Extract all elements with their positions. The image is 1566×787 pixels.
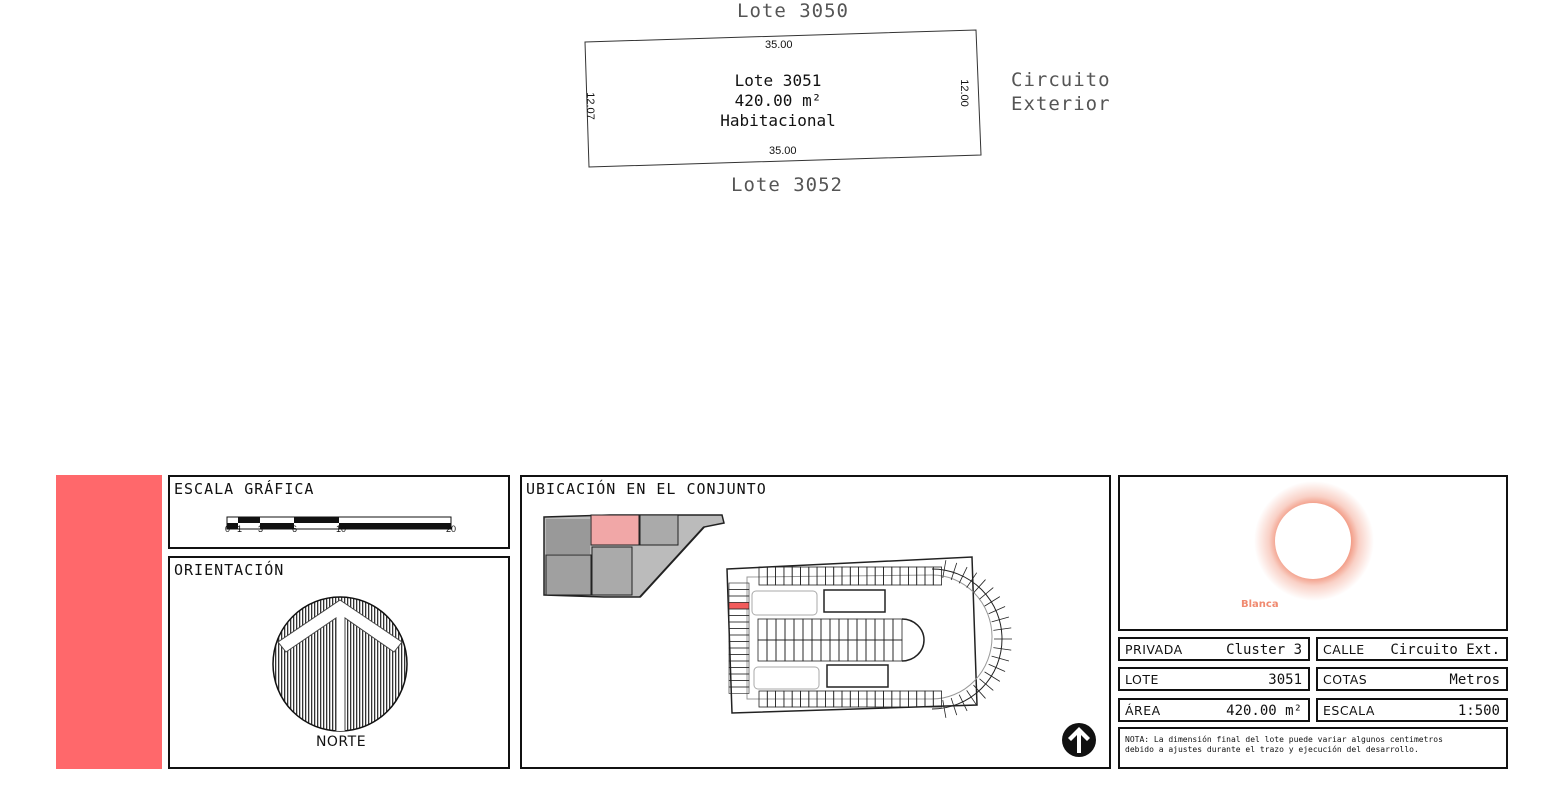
logo-text: Blanca (1241, 599, 1279, 610)
scale-tick: 10 (336, 524, 347, 534)
note-box: NOTA: La dimensión final del lote puede … (1118, 727, 1508, 769)
calle-value: Circuito Ext. (1390, 642, 1500, 658)
cotas-label: COTAS (1323, 672, 1368, 687)
lot-use: Habitacional (720, 111, 836, 130)
plan-shape (746, 574, 993, 700)
privada-field: PRIVADA Cluster 3 (1118, 637, 1310, 661)
neighbor-lot-bottom: Lote 3052 (731, 174, 843, 196)
plan-shape (966, 690, 978, 706)
plan-shape (892, 639, 903, 662)
dimension-top: 35.00 (765, 39, 793, 51)
brand-logo (1254, 481, 1374, 601)
plan-shape (728, 686, 750, 694)
street-name-line1: Circuito (1011, 69, 1111, 91)
area-field: ÁREA 420.00 m² (1118, 698, 1310, 722)
accent-bar (56, 475, 162, 769)
plan-shape (991, 616, 1010, 623)
plan-shape (988, 606, 1006, 615)
plan-shape (753, 666, 820, 690)
plan-shape (973, 684, 986, 699)
calle-label: CALLE (1323, 642, 1365, 657)
plan-shape (993, 647, 1012, 651)
plan-shape (751, 590, 818, 616)
plan-shape (973, 579, 986, 594)
plan-shape (993, 627, 1012, 631)
plan-shape (988, 663, 1006, 672)
plan-shape (950, 697, 958, 716)
master-plan-map (543, 514, 725, 598)
north-label: NORTE (315, 734, 367, 750)
note-line: NOTA: La dimensión final del lote puede … (1125, 735, 1443, 744)
scale-tick: 3 (258, 524, 264, 534)
street-name-line2: Exterior (1011, 93, 1111, 115)
plan-shape (984, 671, 1001, 682)
lot-name: Lote 3051 (734, 71, 822, 90)
plan-shape (901, 618, 925, 662)
scale-tick: 0 (225, 524, 231, 534)
orientation-panel: ORIENTACIÓN NORTE (168, 556, 510, 769)
dimension-right: 12.00 (957, 79, 970, 107)
plan-shape (932, 690, 942, 708)
north-arrow-icon (1062, 723, 1096, 757)
plan-shape (958, 566, 968, 584)
escala-field: ESCALA 1:500 (1316, 698, 1508, 722)
plan-shape (826, 664, 889, 688)
area-label: ÁREA (1125, 703, 1161, 718)
site-key-plan (543, 514, 1012, 718)
area-value: 420.00 m² (1226, 703, 1302, 719)
plan-shape (979, 678, 994, 691)
privada-value: Cluster 3 (1226, 642, 1302, 658)
plan-shape (932, 566, 942, 586)
scale-panel: ESCALA GRÁFICA 0 1 3 6 10 20 (168, 475, 510, 549)
location-title: UBICACIÓN EN EL CONJUNTO (526, 480, 767, 498)
lot-area: 420.00 m² (734, 91, 822, 110)
plan-shape (984, 596, 1001, 607)
graphic-scale-bar (226, 516, 452, 530)
north-compass-icon (272, 596, 408, 732)
plan-shape (726, 556, 978, 714)
privada-label: PRIVADA (1125, 642, 1183, 657)
escala-value: 1:500 (1457, 703, 1500, 719)
plan-shape (728, 602, 750, 610)
plan-shape (958, 694, 968, 712)
calle-field: CALLE Circuito Ext. (1316, 637, 1508, 661)
plan-shape (950, 562, 958, 581)
plan-shape (942, 560, 947, 579)
location-panel: UBICACIÓN EN EL CONJUNTO (520, 475, 1111, 769)
lote-value: 3051 (1268, 672, 1302, 688)
dimension-bottom: 35.00 (769, 145, 797, 157)
cluster-plan (726, 556, 1012, 718)
logo-panel: Blanca (1118, 475, 1508, 631)
scale-title: ESCALA GRÁFICA (174, 480, 315, 498)
cotas-field: COTAS Metros (1316, 667, 1508, 691)
lote-field: LOTE 3051 (1118, 667, 1310, 691)
lote-label: LOTE (1125, 672, 1159, 687)
escala-label: ESCALA (1323, 703, 1375, 718)
plan-shape (966, 572, 978, 588)
plan-shape (823, 589, 886, 613)
note-line: debido a ajustes durante el trazo y ejec… (1125, 745, 1419, 754)
neighbor-lot-top: Lote 3050 (737, 0, 849, 22)
scale-tick: 20 (446, 524, 457, 534)
plan-shape (979, 587, 994, 600)
dimension-left: 12.07 (583, 92, 596, 120)
scale-tick: 1 (237, 524, 243, 534)
plan-shape (942, 699, 947, 718)
orientation-title: ORIENTACIÓN (174, 561, 285, 579)
cotas-value: Metros (1449, 672, 1500, 688)
plan-shape (991, 655, 1010, 662)
scale-tick: 6 (292, 524, 298, 534)
